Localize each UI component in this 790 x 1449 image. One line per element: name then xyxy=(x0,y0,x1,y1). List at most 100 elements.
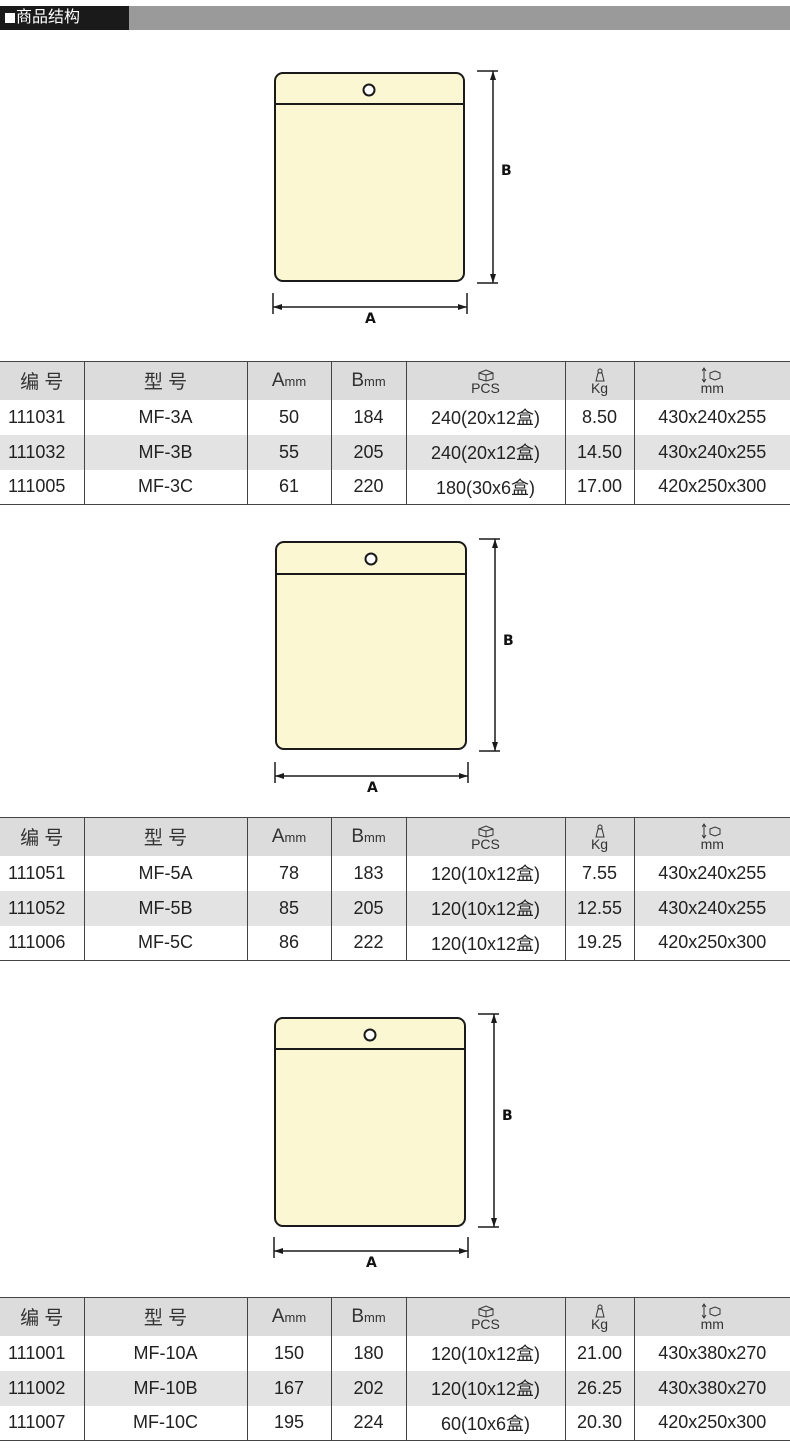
cell-a: 78 xyxy=(246,855,331,891)
table-row: 111052 MF-5B 85 205 120(10x12盒) 12.55 43… xyxy=(0,890,790,926)
col-pcs: PCS xyxy=(405,361,565,400)
cell-code: 111002 xyxy=(8,1377,66,1398)
dim-arrow xyxy=(275,773,284,779)
cell-pcs: 60(10x6盒) xyxy=(405,1405,565,1441)
bag-diagram-1: B A xyxy=(0,62,790,362)
table-header-row: 编 号 型 号 Amm Bmm PCS Kg mm xyxy=(0,361,790,400)
cell-kg: 20.30 xyxy=(564,1405,634,1441)
cell-model: MF-10C xyxy=(83,1405,247,1441)
dim-arrow xyxy=(274,1248,283,1254)
bag-drawing xyxy=(274,538,500,783)
col-pcs: PCS xyxy=(405,817,565,856)
cell-a: 167 xyxy=(246,1370,331,1406)
cell-a: 195 xyxy=(246,1405,331,1441)
bag-drawing xyxy=(273,1013,499,1258)
cell-kg: 14.50 xyxy=(564,434,634,470)
col-a: Amm xyxy=(246,361,331,400)
cell-pcs: 240(20x12盒) xyxy=(405,434,565,470)
table-row: 111006 MF-5C 86 222 120(10x12盒) 19.25 42… xyxy=(0,925,790,961)
cell-code: 111052 xyxy=(8,897,66,918)
col-model: 型 号 xyxy=(83,361,247,400)
cell-code: 111032 xyxy=(8,441,66,462)
dim-b-label: B xyxy=(502,1108,513,1124)
table-row: 111051 MF-5A 78 183 120(10x12盒) 7.55 430… xyxy=(0,855,790,891)
cell-kg: 26.25 xyxy=(564,1370,634,1406)
cell-b: 205 xyxy=(330,434,406,470)
bag-outline xyxy=(274,1017,466,1227)
cell-pcs: 180(30x6盒) xyxy=(405,469,565,505)
col-b: Bmm xyxy=(330,817,406,856)
cell-pcs: 120(10x12盒) xyxy=(405,1370,565,1406)
col-pcs: PCS xyxy=(405,1297,565,1336)
section-header: 商品结构 xyxy=(0,6,790,30)
cell-kg: 12.55 xyxy=(564,890,634,926)
col-model: 型 号 xyxy=(83,1297,247,1336)
box-icon xyxy=(478,1305,493,1318)
cell-pcs: 120(10x12盒) xyxy=(405,1335,565,1371)
cell-size: 430x240x255 xyxy=(633,434,790,470)
col-b: Bmm xyxy=(330,361,406,400)
col-kg: Kg xyxy=(564,361,634,400)
carton-size-icon xyxy=(702,366,721,383)
hang-hole xyxy=(364,552,378,566)
bag-outline xyxy=(274,72,465,282)
dim-arrow xyxy=(492,742,498,751)
dim-arrow xyxy=(273,304,282,310)
cell-pcs: 120(10x12盒) xyxy=(405,855,565,891)
col-a: Amm xyxy=(246,817,331,856)
dim-b-label: B xyxy=(503,633,514,649)
col-b: Bmm xyxy=(330,1297,406,1336)
cell-model: MF-5B xyxy=(83,890,247,926)
table-row: 111031 MF-3A 50 184 240(20x12盒) 8.50 430… xyxy=(0,399,790,435)
col-code: 编 号 xyxy=(20,1308,64,1330)
cell-b: 180 xyxy=(330,1335,406,1371)
dim-arrow xyxy=(458,304,467,310)
cell-code: 111001 xyxy=(8,1342,66,1363)
dim-arrow xyxy=(459,773,468,779)
cell-pcs: 120(10x12盒) xyxy=(405,890,565,926)
cell-size: 420x250x300 xyxy=(633,925,790,961)
dim-arrow xyxy=(459,1248,468,1254)
col-size: mm xyxy=(633,817,790,856)
cell-model: MF-3A xyxy=(83,399,247,435)
spec-table-3: 编 号 型 号 Amm Bmm PCS Kg mm 111001 MF-10A … xyxy=(0,1297,790,1441)
cell-kg: 7.55 xyxy=(564,855,634,891)
box-icon xyxy=(478,825,493,838)
weight-icon xyxy=(594,1304,605,1318)
col-size: mm xyxy=(633,361,790,400)
section-title: 商品结构 xyxy=(16,9,81,26)
cell-a: 50 xyxy=(246,399,331,435)
dim-arrow xyxy=(491,1014,497,1023)
cell-a: 61 xyxy=(246,469,331,505)
cell-model: MF-10B xyxy=(83,1370,247,1406)
cell-code: 111051 xyxy=(8,862,66,883)
carton-size-icon xyxy=(702,822,721,839)
cell-b: 184 xyxy=(330,399,406,435)
cell-code: 111031 xyxy=(8,406,66,427)
spec-table-2: 编 号 型 号 Amm Bmm PCS Kg mm 111051 MF-5A 7… xyxy=(0,817,790,961)
cell-b: 222 xyxy=(330,925,406,961)
cell-size: 430x240x255 xyxy=(633,399,790,435)
table-header-row: 编 号 型 号 Amm Bmm PCS Kg mm xyxy=(0,1297,790,1336)
dim-arrow xyxy=(491,1218,497,1227)
bag-diagram-3: B A xyxy=(0,1007,790,1307)
weight-icon xyxy=(594,824,605,838)
col-model: 型 号 xyxy=(83,817,247,856)
cell-model: MF-3B xyxy=(83,434,247,470)
box-icon xyxy=(478,369,493,382)
cell-size: 430x380x270 xyxy=(633,1370,790,1406)
dim-a-label: A xyxy=(365,311,376,327)
cell-kg: 17.00 xyxy=(564,469,634,505)
col-code: 编 号 xyxy=(20,372,64,394)
cell-model: MF-5C xyxy=(83,925,247,961)
carton-size-icon xyxy=(702,1302,721,1319)
cell-b: 202 xyxy=(330,1370,406,1406)
cell-code: 111005 xyxy=(8,476,66,497)
bag-outline xyxy=(275,541,467,750)
cell-pcs: 240(20x12盒) xyxy=(405,399,565,435)
cell-size: 430x240x255 xyxy=(633,890,790,926)
cell-kg: 21.00 xyxy=(564,1335,634,1371)
cell-model: MF-5A xyxy=(83,855,247,891)
section-header-label: 商品结构 xyxy=(0,6,129,30)
bag-diagram-2: B A xyxy=(0,532,790,832)
